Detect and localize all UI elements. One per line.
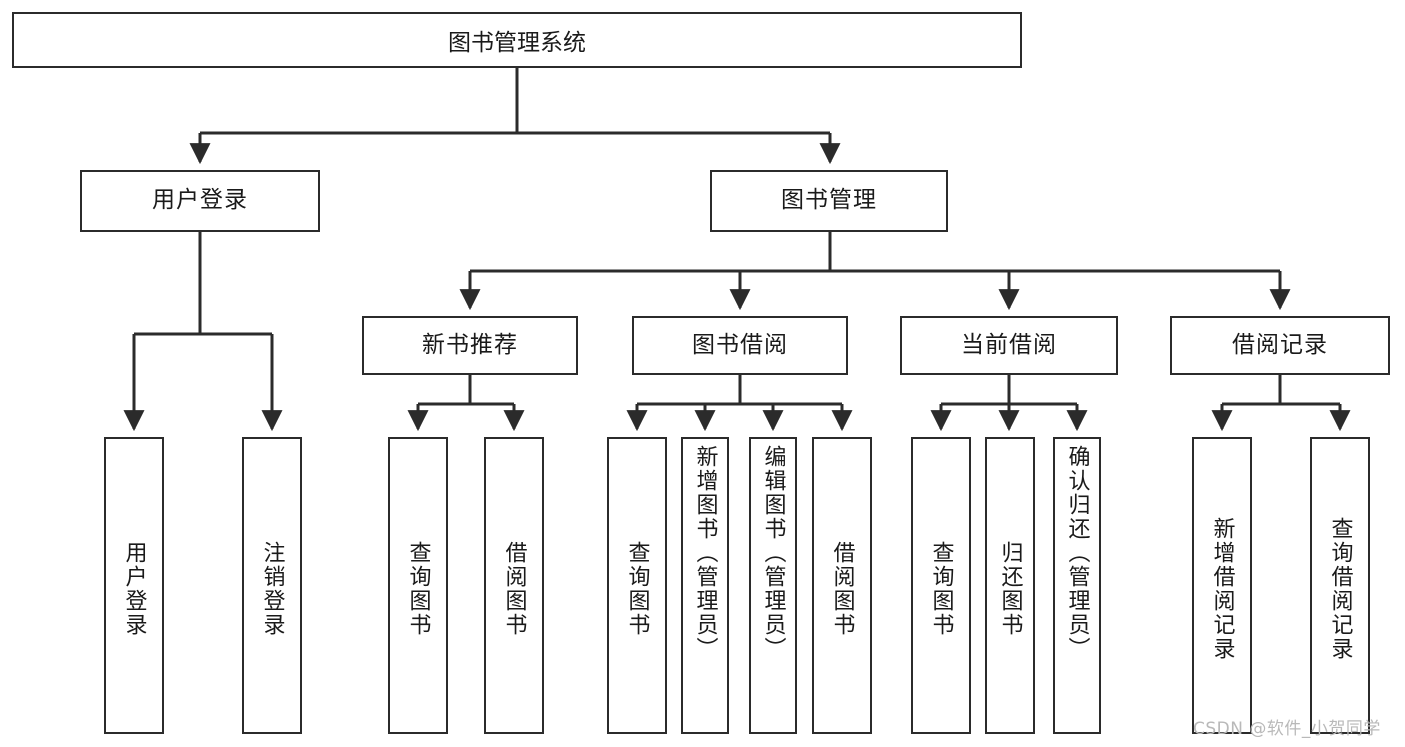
node-root-system[interactable]: 图书管理系统 (12, 12, 1022, 68)
leaf-label: 查询图书 (928, 540, 954, 637)
node-leaf-borrow-book-newbook[interactable]: 借阅图书 (484, 437, 544, 734)
node-leaf-add-book-admin[interactable]: 新增图书（管理员） (681, 437, 729, 734)
leaf-label: 新增图书（管理员） (692, 445, 718, 661)
leaf-label: 查询借阅记录 (1327, 516, 1353, 661)
node-borrow-record[interactable]: 借阅记录 (1170, 316, 1390, 375)
leaf-label: 用户登录 (121, 540, 147, 637)
node-leaf-add-borrow-record[interactable]: 新增借阅记录 (1192, 437, 1252, 734)
leaf-label: 借阅图书 (501, 540, 527, 637)
node-leaf-query-book-newbook[interactable]: 查询图书 (388, 437, 448, 734)
leaf-label: 确认归还（管理员） (1064, 445, 1090, 661)
node-book-manage[interactable]: 图书管理 (710, 170, 948, 232)
node-current-borrow[interactable]: 当前借阅 (900, 316, 1118, 375)
leaf-label: 查询图书 (405, 540, 431, 637)
node-leaf-logout[interactable]: 注销登录 (242, 437, 302, 734)
node-leaf-borrow-book[interactable]: 借阅图书 (812, 437, 872, 734)
node-leaf-confirm-return-admin[interactable]: 确认归还（管理员） (1053, 437, 1101, 734)
node-leaf-edit-book-admin[interactable]: 编辑图书（管理员） (749, 437, 797, 734)
node-leaf-query-book-current[interactable]: 查询图书 (911, 437, 971, 734)
leaf-label: 查询图书 (624, 540, 650, 637)
node-leaf-query-borrow-record[interactable]: 查询借阅记录 (1310, 437, 1370, 734)
leaf-label: 借阅图书 (829, 540, 855, 637)
leaf-label: 注销登录 (259, 540, 285, 637)
leaf-label: 编辑图书（管理员） (760, 445, 786, 661)
node-leaf-query-book-borrow[interactable]: 查询图书 (607, 437, 667, 734)
leaf-label: 新增借阅记录 (1209, 516, 1235, 661)
node-leaf-return-book[interactable]: 归还图书 (985, 437, 1035, 734)
node-leaf-user-login[interactable]: 用户登录 (104, 437, 164, 734)
node-new-book-recommend[interactable]: 新书推荐 (362, 316, 578, 375)
watermark-text: CSDN @软件_小贺同学 (1193, 719, 1381, 739)
leaf-label: 归还图书 (997, 540, 1023, 637)
node-user-login[interactable]: 用户登录 (80, 170, 320, 232)
node-book-borrow[interactable]: 图书借阅 (632, 316, 848, 375)
